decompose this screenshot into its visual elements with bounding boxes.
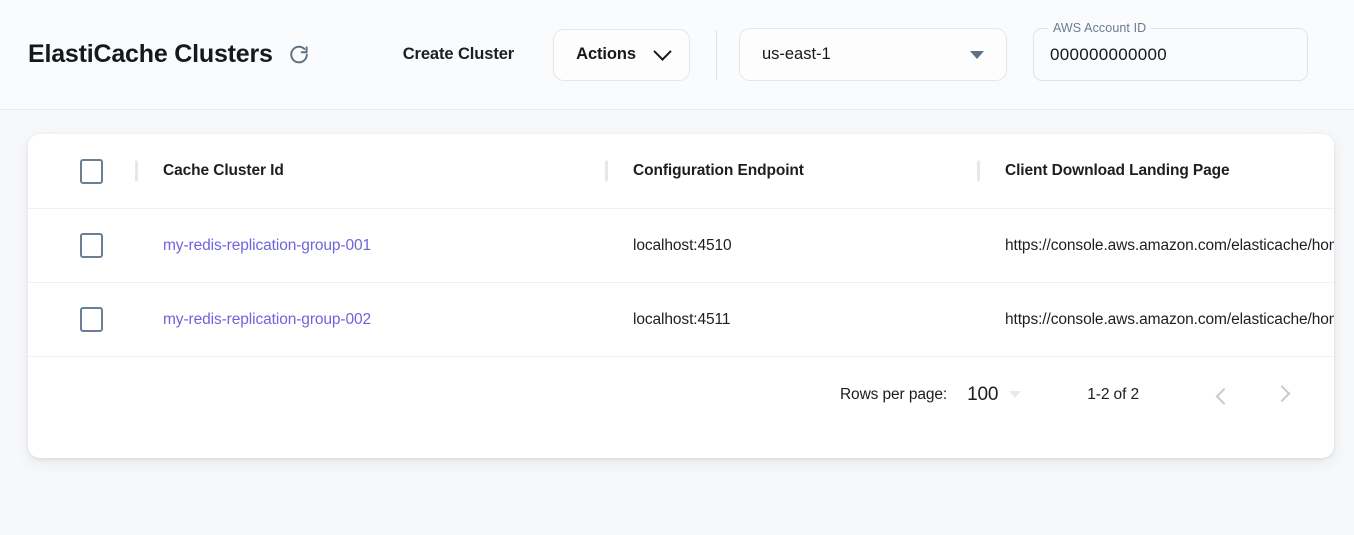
cell-client-download-landing-page: https://console.aws.amazon.com/elasticac…	[977, 209, 1334, 282]
pagination-range-label: 1-2 of 2	[1087, 385, 1139, 403]
cell-configuration-endpoint: localhost:4510	[605, 209, 977, 282]
table-header-row: Cache Cluster Id Configuration Endpoint …	[28, 134, 1334, 208]
create-cluster-button[interactable]: Create Cluster	[397, 35, 520, 74]
landing-page-value: https://console.aws.amazon.com/elasticac…	[1005, 310, 1334, 328]
rows-per-page-select[interactable]: 100	[967, 383, 1022, 406]
actions-button[interactable]: Actions	[553, 28, 690, 81]
column-header-label: Client Download Landing Page	[1005, 162, 1230, 179]
aws-account-id-field[interactable]: AWS Account ID 000000000000	[1032, 21, 1308, 81]
column-header-client-download-landing-page[interactable]: Client Download Landing Page	[977, 134, 1334, 208]
column-header-label: Configuration Endpoint	[633, 162, 804, 179]
row-select-cell	[28, 233, 135, 258]
rows-per-page-value: 100	[967, 383, 999, 405]
column-divider-icon	[977, 160, 980, 182]
configuration-endpoint-value: localhost:4511	[633, 310, 731, 328]
select-all-cell	[28, 158, 135, 184]
chevron-left-icon	[1215, 387, 1233, 405]
cell-cache-cluster-id: my-redis-replication-group-001	[135, 209, 605, 282]
table-row[interactable]: my-redis-replication-group-002 localhost…	[28, 282, 1334, 356]
rows-per-page-label: Rows per page:	[839, 385, 948, 403]
region-select[interactable]: us-east-1	[738, 28, 1007, 81]
chevron-down-icon	[653, 42, 672, 61]
previous-page-button[interactable]	[1202, 373, 1246, 417]
row-checkbox[interactable]	[80, 307, 103, 332]
clusters-table-card: Cache Cluster Id Configuration Endpoint …	[28, 134, 1334, 458]
region-select-value: us-east-1	[761, 45, 831, 63]
cell-cache-cluster-id: my-redis-replication-group-002	[135, 283, 605, 356]
landing-page-value: https://console.aws.amazon.com/elasticac…	[1005, 236, 1334, 254]
column-divider-icon	[135, 160, 138, 182]
aws-account-id-label: AWS Account ID	[1047, 21, 1152, 35]
title-block: ElastiCache Clusters	[28, 40, 311, 69]
select-all-checkbox[interactable]	[80, 158, 103, 184]
cell-client-download-landing-page: https://console.aws.amazon.com/elasticac…	[977, 283, 1334, 356]
table-pagination: Rows per page: 100 1-2 of 2	[28, 356, 1334, 432]
next-page-button[interactable]	[1260, 373, 1304, 417]
configuration-endpoint-value: localhost:4510	[633, 236, 732, 254]
cell-configuration-endpoint: localhost:4511	[605, 283, 977, 356]
header-divider	[715, 29, 717, 80]
table-row[interactable]: my-redis-replication-group-001 localhost…	[28, 208, 1334, 282]
page-content: Cache Cluster Id Configuration Endpoint …	[0, 110, 1354, 458]
column-header-cache-cluster-id[interactable]: Cache Cluster Id	[135, 134, 605, 208]
actions-button-label: Actions	[576, 45, 636, 63]
column-header-configuration-endpoint[interactable]: Configuration Endpoint	[605, 134, 977, 208]
refresh-icon[interactable]	[287, 43, 311, 67]
aws-account-id-value: 000000000000	[1049, 44, 1167, 64]
app-header: ElastiCache Clusters Create Cluster Acti…	[0, 0, 1354, 110]
chevron-right-icon	[1273, 384, 1291, 402]
caret-down-icon	[969, 50, 984, 59]
caret-down-icon	[1009, 391, 1022, 398]
cluster-id-link[interactable]: my-redis-replication-group-002	[163, 310, 372, 328]
column-header-label: Cache Cluster Id	[163, 162, 284, 179]
page-title: ElastiCache Clusters	[28, 40, 273, 68]
column-divider-icon	[605, 160, 608, 182]
cluster-id-link[interactable]: my-redis-replication-group-001	[163, 236, 372, 254]
row-select-cell	[28, 307, 135, 332]
row-checkbox[interactable]	[80, 233, 103, 258]
